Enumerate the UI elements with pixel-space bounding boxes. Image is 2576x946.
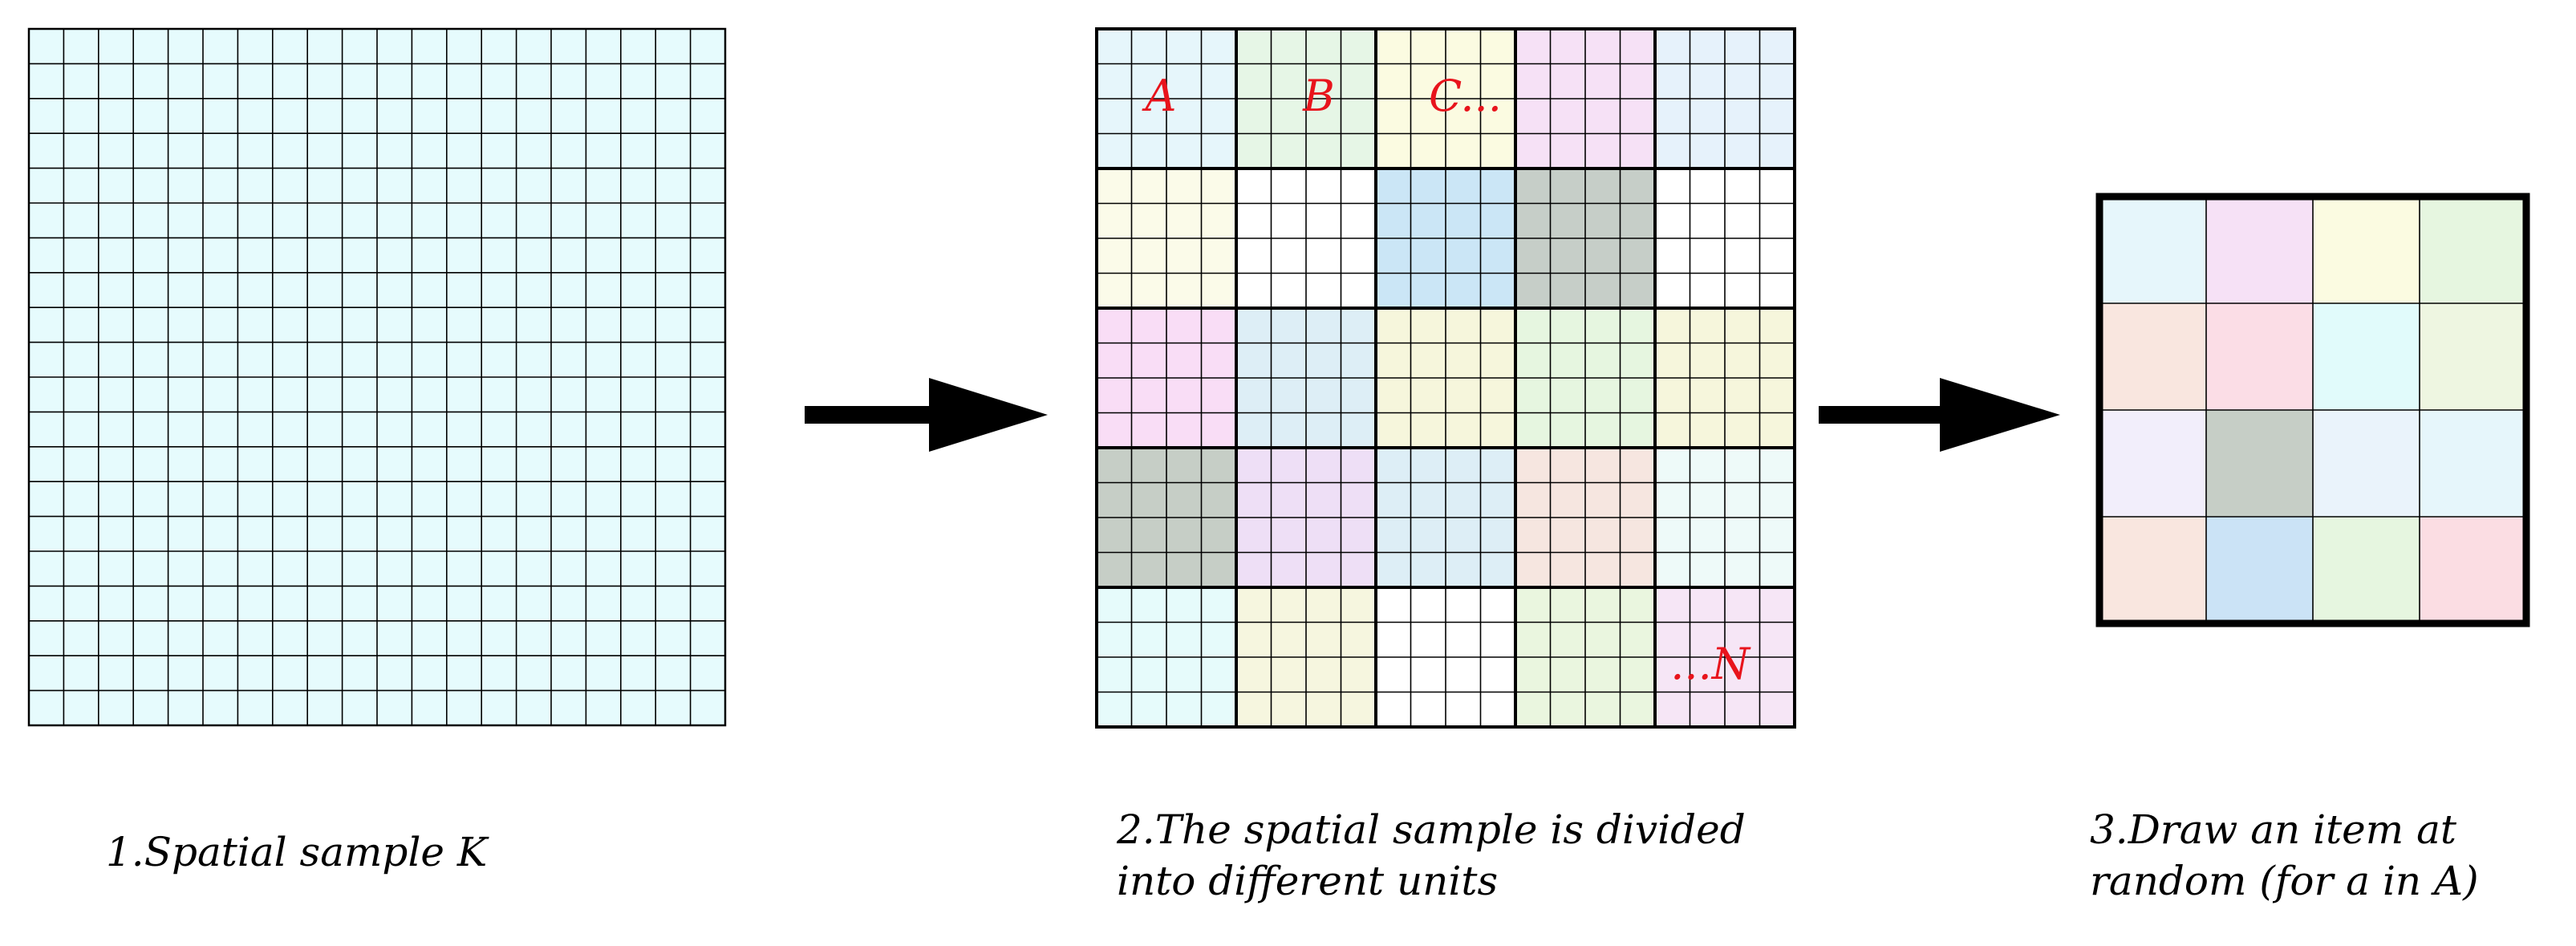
units-border bbox=[1095, 27, 1796, 729]
drawn-cell bbox=[2420, 197, 2526, 303]
random-draw-grid bbox=[2095, 193, 2530, 627]
arrow-1 bbox=[805, 378, 1048, 452]
caption-3-line-2: random (for a in A) bbox=[2090, 858, 2479, 904]
arrow-shaft bbox=[805, 406, 929, 424]
drawn-unit-border bbox=[2095, 193, 2530, 627]
drawn-cell bbox=[2099, 303, 2206, 410]
divided-units-grid: A B C... ...N bbox=[1095, 27, 1796, 729]
sample-border bbox=[27, 27, 727, 727]
drawn-cell bbox=[2206, 410, 2313, 517]
unit-label-a: A bbox=[1142, 71, 1177, 121]
drawn-cell bbox=[2099, 197, 2206, 303]
arrow-2 bbox=[1819, 378, 2060, 452]
drawn-cell bbox=[2420, 517, 2526, 623]
drawn-cell bbox=[2206, 517, 2313, 623]
caption-2-line-2: into different units bbox=[1117, 858, 1499, 904]
drawn-cell bbox=[2313, 303, 2420, 410]
drawn-cell bbox=[2313, 517, 2420, 623]
caption-3-line-1: 3.Draw an item at bbox=[2090, 806, 2456, 853]
drawn-cell bbox=[2420, 303, 2526, 410]
arrow-head bbox=[929, 378, 1048, 452]
caption-spatial-sample: 1.Spatial sample K bbox=[106, 826, 487, 878]
arrow-head bbox=[1940, 378, 2060, 452]
drawn-cell bbox=[2313, 410, 2420, 517]
drawn-cell bbox=[2099, 517, 2206, 623]
caption-random-draw: 3.Draw an item at random (for a in A) bbox=[2090, 804, 2479, 907]
drawn-cell bbox=[2206, 197, 2313, 303]
caption-1-line: 1.Spatial sample K bbox=[106, 829, 488, 875]
drawn-cell bbox=[2313, 197, 2420, 303]
caption-divided-units: 2.The spatial sample is divided into dif… bbox=[1117, 804, 1746, 907]
unit-label-c: C... bbox=[1429, 71, 1502, 121]
caption-2-line-1: 2.The spatial sample is divided bbox=[1117, 806, 1746, 853]
drawn-cell bbox=[2099, 410, 2206, 517]
drawn-cell bbox=[2206, 303, 2313, 410]
unit-label-b: B bbox=[1302, 71, 1335, 121]
drawn-cell bbox=[2420, 410, 2526, 517]
spatial-sample-grid bbox=[27, 27, 727, 727]
unit-label-n: ...N bbox=[1670, 639, 1750, 689]
arrow-shaft bbox=[1819, 406, 1940, 424]
